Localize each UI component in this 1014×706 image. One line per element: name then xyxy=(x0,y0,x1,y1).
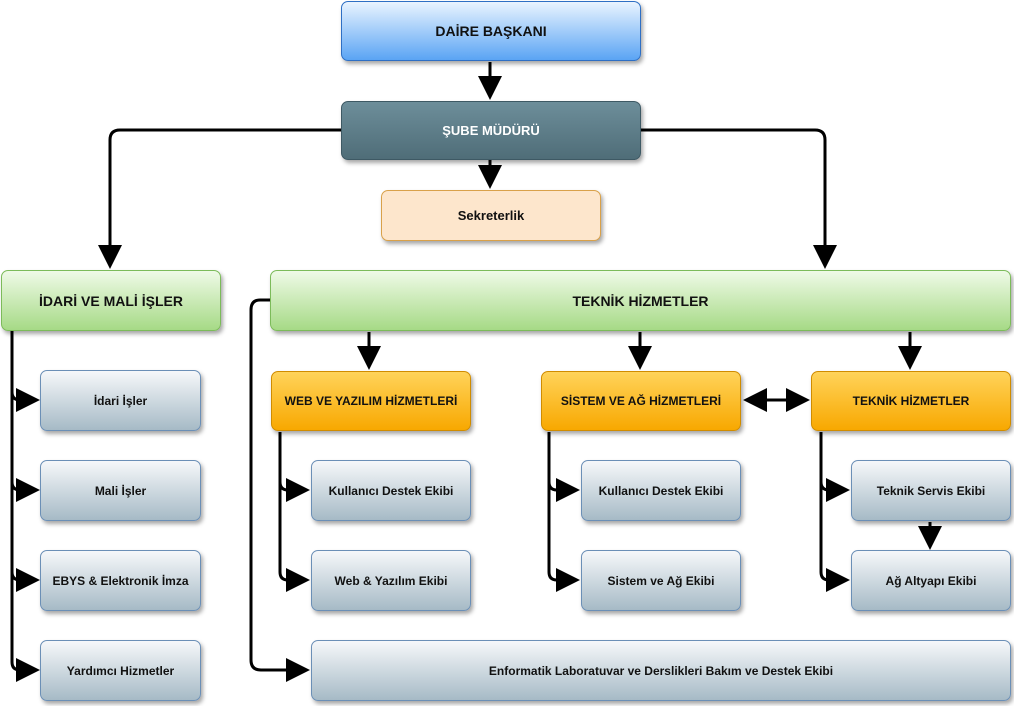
node-enformatik-laboratuvar: Enformatik Laboratuvar ve Derslikleri Ba… xyxy=(311,640,1011,701)
node-teknik-servis-ekibi: Teknik Servis Ekibi xyxy=(851,460,1011,521)
node-sekreterlik: Sekreterlik xyxy=(381,190,601,241)
node-daire-baskani: DAİRE BAŞKANI xyxy=(341,1,641,61)
node-ag-altyapi-ekibi: Ağ Altyapı Ekibi xyxy=(851,550,1011,611)
node-sistem-ag-hizmetleri: SİSTEM VE AĞ HİZMETLERİ xyxy=(541,371,741,431)
node-idari-isler: İdari İşler xyxy=(40,370,201,431)
node-teknik-hizmetler-sub: TEKNİK HİZMETLER xyxy=(811,371,1011,431)
node-idari-mali-isler: İDARİ VE MALİ İŞLER xyxy=(1,270,221,331)
node-teknik-hizmetler: TEKNİK HİZMETLER xyxy=(270,270,1011,331)
node-web-kullanici-destek: Kullanıcı Destek Ekibi xyxy=(311,460,471,521)
node-sube-muduru: ŞUBE MÜDÜRÜ xyxy=(341,101,641,160)
node-ebys: EBYS & Elektronik İmza xyxy=(40,550,201,611)
node-web-yazilim-ekibi: Web & Yazılım Ekibi xyxy=(311,550,471,611)
node-yardimci-hizmetler: Yardımcı Hizmetler xyxy=(40,640,201,701)
node-mali-isler: Mali İşler xyxy=(40,460,201,521)
node-sistem-kullanici-destek: Kullanıcı Destek Ekibi xyxy=(581,460,741,521)
node-web-yazilim-hizmetleri: WEB VE YAZILIM HİZMETLERİ xyxy=(271,371,471,431)
node-sistem-ag-ekibi: Sistem ve Ağ Ekibi xyxy=(581,550,741,611)
